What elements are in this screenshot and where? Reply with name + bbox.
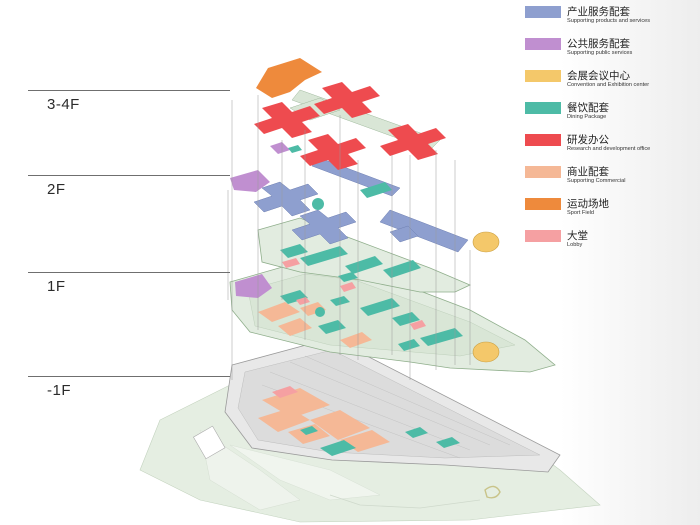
floor-label-1f: 1F — [47, 278, 66, 295]
legend-label-cn: 运动场地 — [567, 198, 609, 210]
2f-green-accents — [312, 182, 392, 210]
1f-lobby-blocks — [296, 297, 426, 330]
legend-swatch — [525, 134, 561, 146]
plate-1f — [229, 261, 556, 373]
legend-item-public-services: 公共服务配套 Supporting public services — [525, 36, 697, 64]
legend-label-cn: 餐饮配套 — [567, 102, 609, 114]
floor-divider-b1 — [28, 376, 230, 377]
legend-label-en: Supporting public services — [567, 50, 633, 56]
2f-lobby-blocks — [282, 258, 356, 292]
3-4f-research-office-blocks — [254, 82, 446, 170]
1f-public-services — [235, 274, 272, 298]
legend-label-en: Convention and Exhibition center — [567, 82, 650, 88]
floor-divider-1f — [28, 272, 230, 273]
1f-commercial-blocks — [258, 302, 372, 348]
legend-item-products-services: 产业服务配套 Supporting products and services — [525, 4, 697, 32]
basement-dining-blocks — [300, 426, 460, 456]
projection-lines — [227, 95, 471, 380]
floor-label-b1: -1F — [47, 382, 71, 399]
legend-item-dining: 餐饮配套 Dining Package — [525, 100, 697, 128]
legend-label-cn: 会展会议中心 — [567, 70, 630, 82]
legend-label-en: Research and development office — [567, 146, 651, 152]
legend-item-commercial: 商业配套 Supporting Commercial — [525, 164, 697, 192]
legend-swatch — [525, 198, 561, 210]
ground-building — [193, 425, 226, 460]
floor-label-3-4f: 3-4F — [47, 96, 80, 113]
legend-swatch — [525, 102, 561, 114]
1f-convention-center — [472, 341, 500, 363]
floor-divider-2f — [28, 175, 230, 176]
ground-circle-path — [484, 485, 501, 499]
2f-dining-blocks — [280, 244, 421, 282]
3-4f-sport-field — [256, 58, 322, 98]
legend-swatch — [525, 230, 561, 242]
2f-public-services — [230, 170, 270, 192]
legend-swatch — [525, 166, 561, 178]
legend-label-en: Dining Package — [567, 114, 607, 120]
legend-label-en: Supporting Commercial — [567, 178, 626, 184]
legend-label-cn: 商业配套 — [567, 166, 609, 178]
legend-item-sport-field: 运动场地 Sport Field — [525, 196, 697, 224]
basement-commercial-blocks — [258, 386, 390, 452]
legend-label-en: Sport Field — [567, 210, 595, 216]
legend-item-lobby: 大堂 Lobby — [525, 228, 697, 256]
legend-item-research-office: 研发办公 Research and development office — [525, 132, 697, 160]
legend-label-en: Supporting products and services — [567, 18, 651, 24]
legend-swatch — [525, 70, 561, 82]
legend-label-cn: 产业服务配套 — [567, 6, 630, 18]
floor-label-2f: 2F — [47, 181, 66, 198]
2f-convention-center — [472, 231, 500, 253]
legend-swatch — [525, 38, 561, 50]
legend-label-cn: 公共服务配套 — [567, 38, 630, 50]
legend-label-cn: 大堂 — [567, 230, 588, 242]
legend-label-cn: 研发办公 — [567, 134, 609, 146]
legend-swatch — [525, 6, 561, 18]
legend-label-en: Lobby — [567, 242, 583, 248]
level-3-4f-blocks — [254, 58, 446, 170]
floor-divider-3-4f — [28, 90, 230, 91]
legend-item-convention-center: 会展会议中心 Convention and Exhibition center — [525, 68, 697, 96]
plate-basement — [224, 337, 561, 473]
